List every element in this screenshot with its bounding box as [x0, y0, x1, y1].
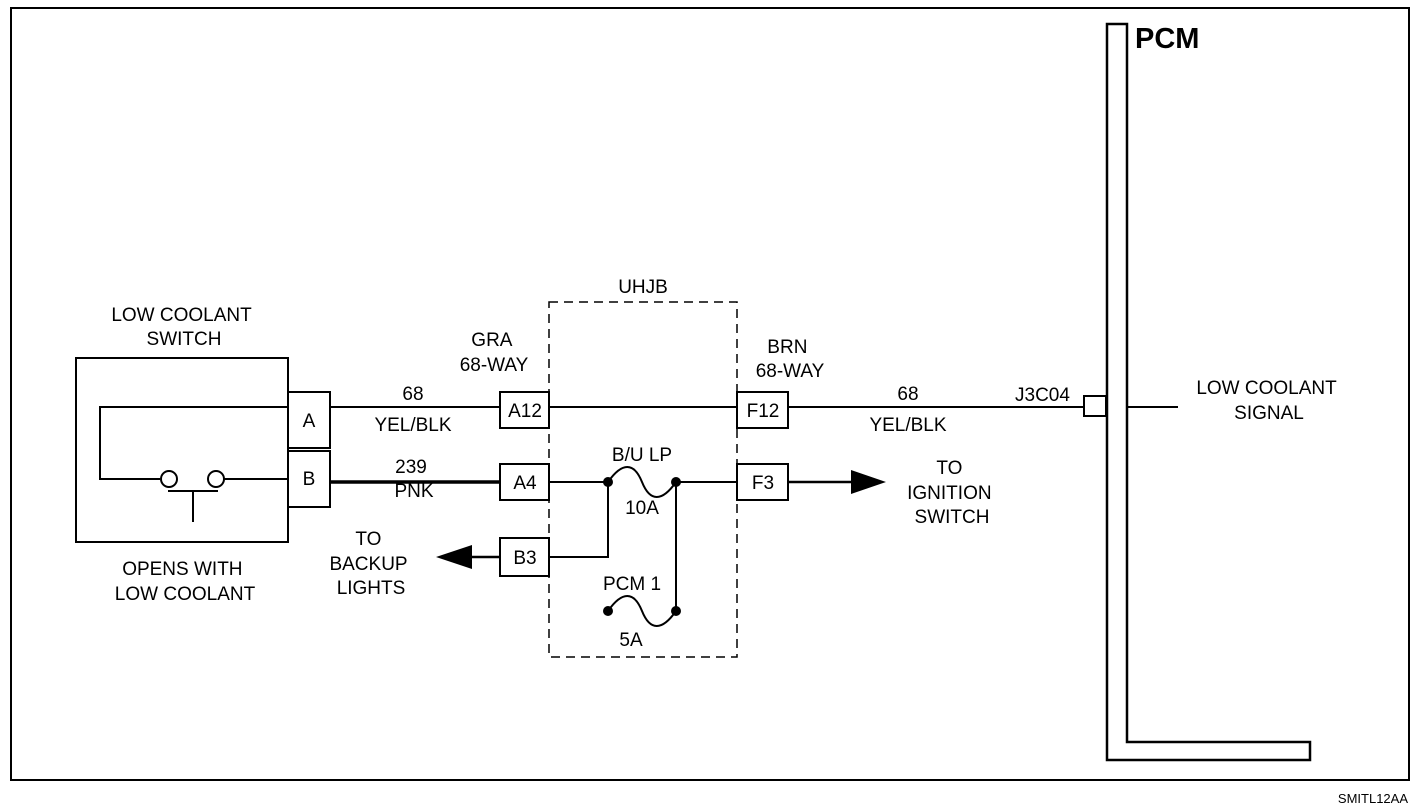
pcm-module-outline [1105, 22, 1312, 762]
fuse-pcm1-rating: 5A [619, 630, 643, 651]
switch-contact-left [160, 470, 178, 488]
ignition-switch-label: TO IGNITION SWITCH [907, 458, 997, 528]
wire-239-color: PNK [394, 481, 433, 502]
arrow-right-icon [851, 470, 886, 494]
left-connector-label: GRA 68-WAY [460, 330, 529, 376]
uhjb-title: UHJB [618, 277, 668, 298]
switch-note: OPENS WITH LOW COOLANT [115, 559, 256, 605]
switch-contact-right [207, 470, 225, 488]
uhjb-pin-f3-label: F3 [752, 473, 774, 494]
switch-pin-b-label: B [303, 469, 316, 490]
figure-id: SMITL12AA [1338, 791, 1408, 806]
wire-68-right-circuit: 68 [897, 384, 918, 405]
switch-body [75, 357, 289, 543]
uhjb-box [548, 301, 738, 658]
right-connector-label: BRN 68-WAY [756, 337, 825, 382]
uhjb-pin-b3 [499, 537, 550, 577]
switch-pin-a [287, 391, 331, 449]
wire-68-left-circuit: 68 [402, 384, 423, 405]
fuse-bu-lp-terminal-left [603, 477, 613, 487]
switch-pin-a-label: A [303, 411, 316, 432]
fuse-pcm1-terminal-left [603, 606, 613, 616]
uhjb-pin-b3-label: B3 [513, 548, 536, 569]
uhjb-pin-f3 [736, 463, 789, 501]
fuse-pcm1-icon [607, 595, 677, 627]
switch-pin-b [287, 450, 331, 508]
uhjb-pin-a12-label: A12 [508, 401, 542, 422]
fuse-bu-lp-terminal-right [671, 477, 681, 487]
wire-68-left-color: YEL/BLK [374, 415, 451, 436]
pcm-signal-label: LOW COOLANT SIGNAL [1196, 378, 1341, 424]
fuse-bu-lp-icon [607, 466, 677, 498]
pcm-pin-label: J3C04 [1015, 385, 1070, 406]
uhjb-pin-a4-label: A4 [513, 473, 537, 494]
switch-title: LOW COOLANT SWITCH [111, 305, 256, 350]
switch-internal-wire [99, 406, 288, 480]
arrow-left-icon [436, 545, 472, 569]
diagram-frame [10, 7, 1410, 781]
fuse-bu-lp-rating: 10A [625, 498, 659, 519]
fuse-bu-lp-name: B/U LP [612, 445, 672, 466]
uhjb-pin-f12 [736, 391, 789, 429]
fuse-pcm1-name: PCM 1 [603, 574, 661, 595]
fuse-pcm1-terminal-right [671, 606, 681, 616]
wire-239-circuit: 239 [395, 457, 427, 478]
backup-lights-label: TO BACKUP LIGHTS [329, 529, 412, 599]
uhjb-pin-a4 [499, 463, 550, 501]
pcm-pin-j3c04 [1083, 395, 1107, 417]
wire-68-right-color: YEL/BLK [869, 415, 946, 436]
pcm-title: PCM [1135, 23, 1199, 55]
uhjb-pin-a12 [499, 391, 550, 429]
wire-b3-internal [549, 482, 609, 558]
uhjb-pin-f12-label: F12 [747, 401, 780, 422]
